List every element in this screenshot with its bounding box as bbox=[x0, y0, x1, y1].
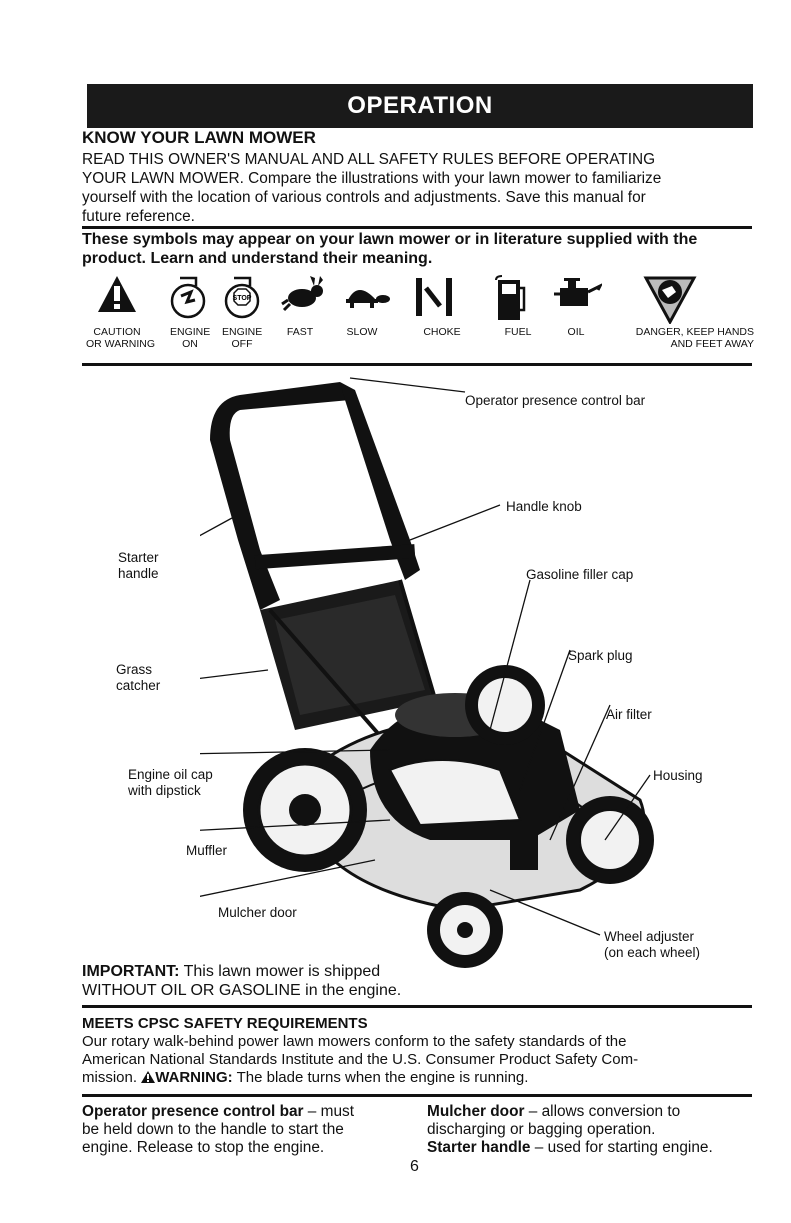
callout-spark-plug: Spark plug bbox=[568, 648, 633, 663]
lawn-mower-illustration bbox=[200, 377, 654, 968]
cpsc-heading: MEETS CPSC SAFETY REQUIREMENTS bbox=[82, 1015, 368, 1032]
symbol-label-choke: CHOKE bbox=[423, 326, 461, 338]
intro-paragraph: READ THIS OWNER'S MANUAL AND ALL SAFETY … bbox=[82, 150, 747, 226]
callout-handle-knob: Handle knob bbox=[506, 499, 582, 514]
engine-off-icon: STOP bbox=[222, 274, 262, 320]
intro-line: READ THIS OWNER'S MANUAL AND ALL SAFETY … bbox=[82, 151, 656, 168]
fast-rabbit-icon bbox=[280, 274, 326, 314]
symbol-label-fast: FAST bbox=[286, 326, 314, 338]
callout-operator-bar: Operator presence control bar bbox=[465, 393, 646, 408]
symbol-label-fuel: FUEL bbox=[504, 326, 532, 338]
divider bbox=[82, 226, 752, 229]
choke-icon bbox=[412, 274, 456, 320]
intro-line: YOUR LAWN MOWER. Compare the illustratio… bbox=[82, 170, 662, 187]
important-note: IMPORTANT: This lawn mower is shipped WI… bbox=[82, 963, 402, 999]
symbol-label-oil: OIL bbox=[567, 326, 585, 338]
definitions-left: Operator presence control bar – must be … bbox=[82, 1103, 354, 1156]
callout-mulcher-door: Mulcher door bbox=[218, 905, 297, 920]
page-number: 6 bbox=[410, 1158, 419, 1175]
intro-line: yourself with the location of various co… bbox=[82, 189, 646, 206]
warning-triangle-icon bbox=[141, 1071, 156, 1083]
symbols-row: STOP bbox=[82, 274, 762, 364]
oil-can-icon bbox=[552, 274, 602, 314]
symbol-label-slow: SLOW bbox=[346, 326, 378, 338]
definitions-right: Mulcher door – allows conversion to disc… bbox=[427, 1103, 713, 1156]
engine-on-icon bbox=[168, 274, 208, 320]
symbols-heading: These symbols may appear on your lawn mo… bbox=[82, 231, 698, 267]
stop-sign-text: STOP bbox=[233, 295, 252, 302]
divider bbox=[82, 1005, 752, 1008]
section-heading: KNOW YOUR LAWN MOWER bbox=[82, 128, 316, 147]
intro-line: future reference. bbox=[82, 208, 195, 225]
callout-muffler: Muffler bbox=[186, 843, 228, 858]
divider bbox=[82, 363, 752, 366]
hand-blade-danger-icon bbox=[642, 274, 698, 324]
cpsc-paragraph: Our rotary walk-behind power lawn mowers… bbox=[82, 1033, 639, 1086]
callout-housing: Housing bbox=[653, 768, 703, 783]
caution-triangle-icon bbox=[96, 274, 138, 314]
callout-gas-cap: Gasoline filler cap bbox=[526, 567, 634, 582]
fuel-pump-icon bbox=[492, 274, 528, 322]
important-label: IMPORTANT: bbox=[82, 963, 180, 980]
banner-title: OPERATION bbox=[347, 92, 493, 119]
slow-turtle-icon bbox=[340, 274, 392, 314]
callout-air-filter: Air filter bbox=[606, 707, 652, 722]
divider bbox=[82, 1094, 752, 1097]
section-banner: OPERATION bbox=[87, 84, 753, 128]
callout-wheel-adjuster: Wheel adjuster(on each wheel) bbox=[604, 929, 701, 960]
